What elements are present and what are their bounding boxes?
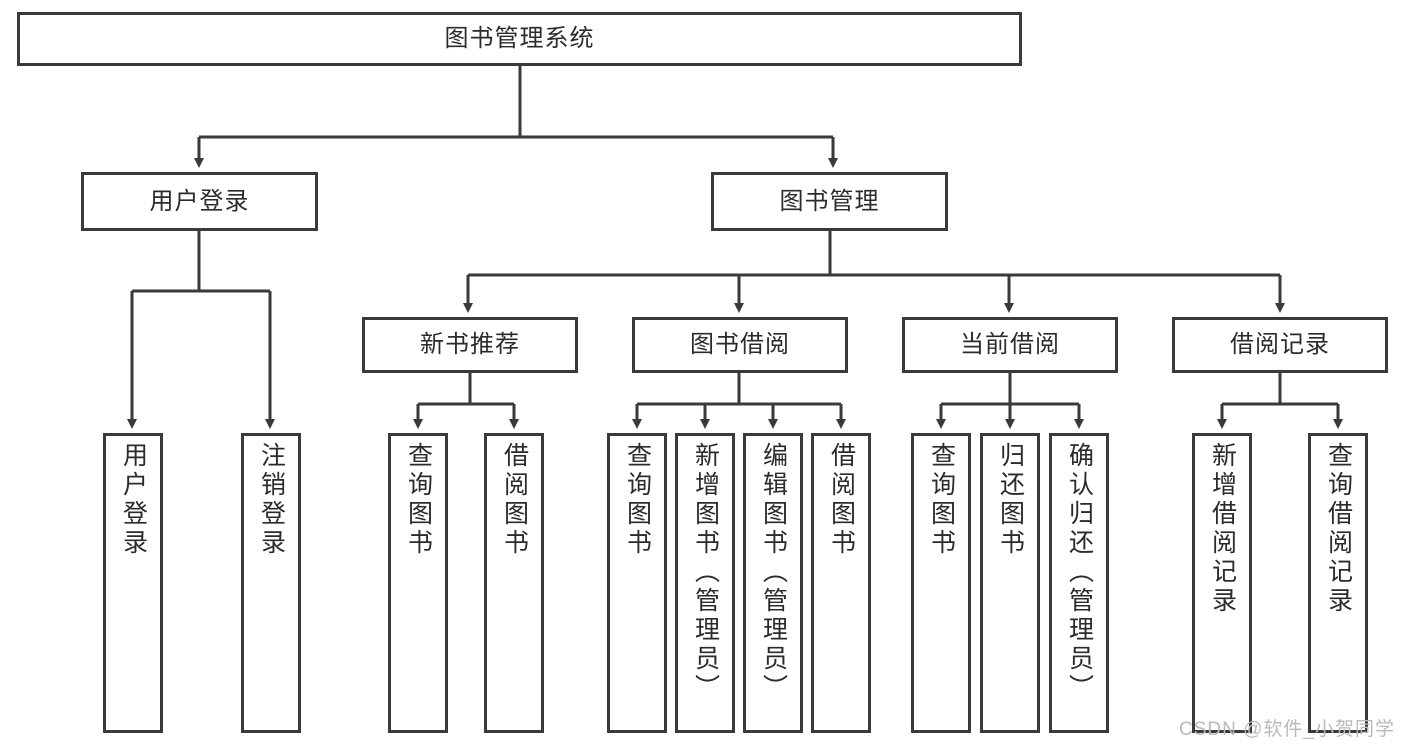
leaf-user-login-logout[interactable]: 注销登录 [241,433,301,733]
leaf-record-query-record[interactable]: 查询借阅记录 [1308,433,1368,733]
node-label: 借阅图书 [500,442,529,558]
leaf-recommend-borrow-book[interactable]: 借阅图书 [484,433,544,733]
node-label: 新书推荐 [420,331,520,359]
node-label: 新增图书（管理员） [691,442,720,703]
node-book-management[interactable]: 图书管理 [711,172,948,231]
node-label: 确认归还（管理员） [1065,442,1094,703]
node-label: 查询图书 [404,442,433,558]
node-label: 借阅图书 [827,442,856,558]
node-label: 编辑图书（管理员） [759,442,788,703]
watermark: CSDN @软件_小贺同学 [1179,719,1395,740]
leaf-borrow-add-book-admin[interactable]: 新增图书（管理员） [675,433,735,733]
node-label: 查询借阅记录 [1324,442,1353,616]
node-label: 查询图书 [927,442,956,558]
node-label: 注销登录 [257,442,286,558]
node-current-borrow[interactable]: 当前借阅 [902,317,1118,373]
leaf-current-query-book[interactable]: 查询图书 [911,433,971,733]
leaf-borrow-edit-book-admin[interactable]: 编辑图书（管理员） [743,433,803,733]
node-label: 图书管理系统 [444,25,595,53]
leaf-current-return-book[interactable]: 归还图书 [980,433,1040,733]
node-label: 新增借阅记录 [1208,442,1237,616]
node-new-book-recommend[interactable]: 新书推荐 [362,317,578,373]
leaf-record-add-record[interactable]: 新增借阅记录 [1192,433,1252,733]
node-label: 图书管理 [779,187,880,215]
node-root-book-management-system[interactable]: 图书管理系统 [17,12,1022,66]
leaf-borrow-borrow-book[interactable]: 借阅图书 [811,433,871,733]
node-label: 借阅记录 [1230,331,1330,359]
leaf-user-login-login[interactable]: 用户登录 [103,433,163,733]
node-label: 用户登录 [119,442,148,558]
node-label: 归还图书 [996,442,1025,558]
node-label: 用户登录 [149,187,250,215]
node-label: 当前借阅 [960,331,1060,359]
node-user-login[interactable]: 用户登录 [81,172,318,231]
node-book-borrow[interactable]: 图书借阅 [632,317,848,373]
node-borrow-record[interactable]: 借阅记录 [1172,317,1388,373]
node-label: 查询图书 [623,442,652,558]
leaf-borrow-query-book[interactable]: 查询图书 [607,433,667,733]
node-label: 图书借阅 [690,331,790,359]
leaf-current-confirm-return-admin[interactable]: 确认归还（管理员） [1049,433,1109,733]
leaf-recommend-query-book[interactable]: 查询图书 [388,433,448,733]
